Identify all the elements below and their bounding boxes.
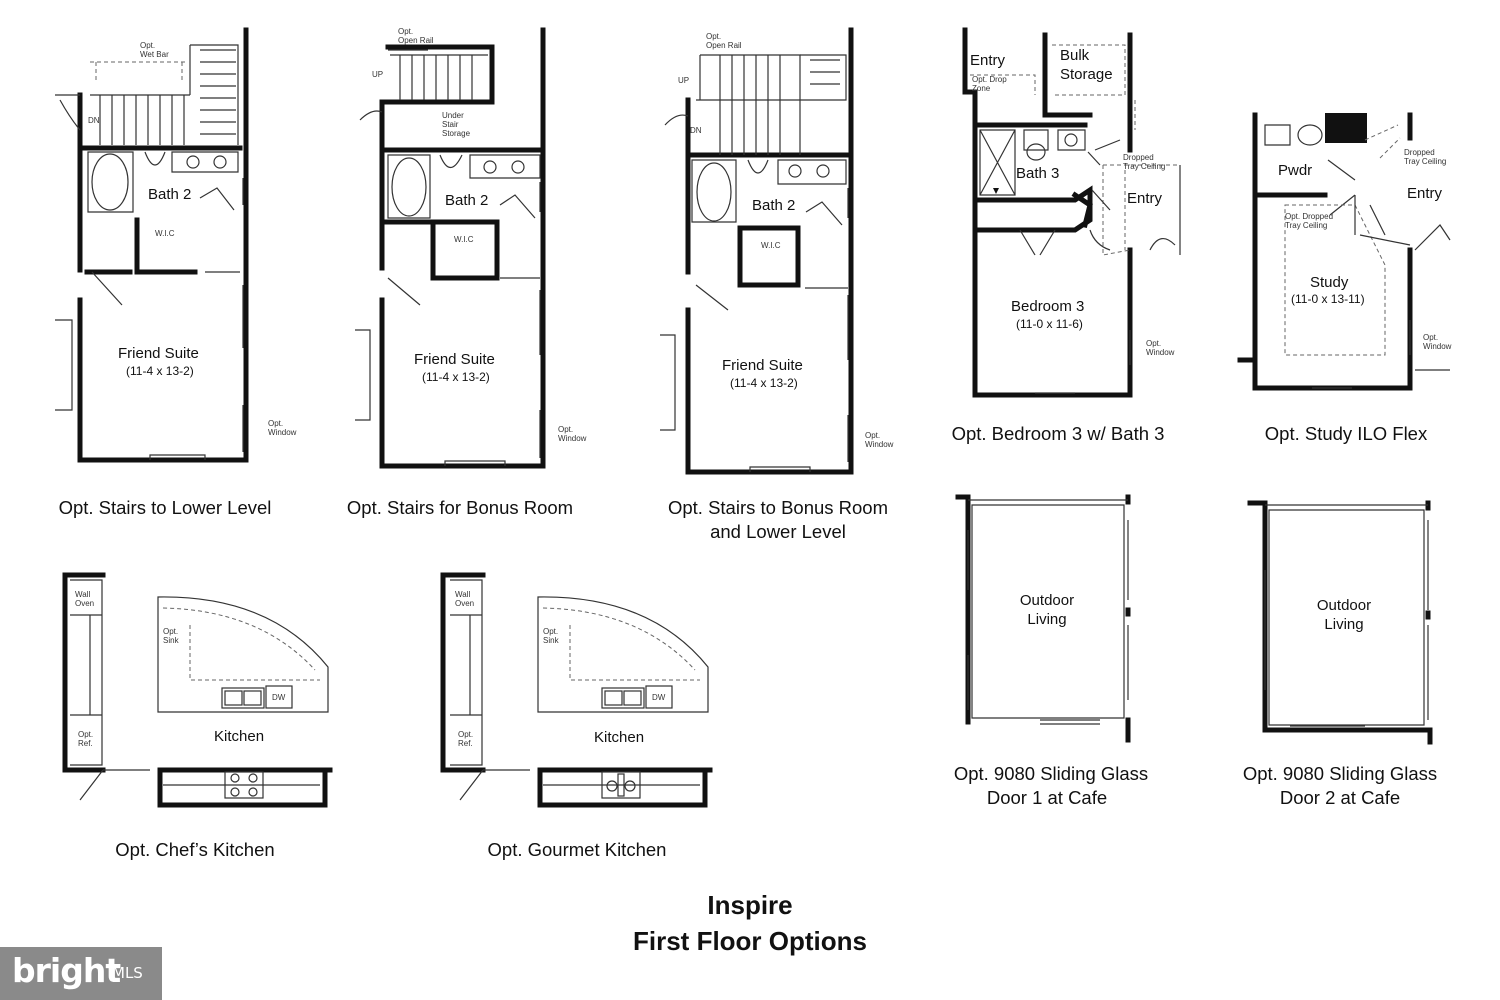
caption-stairs-bonus-room: Opt. Stairs for Bonus Room — [347, 497, 573, 518]
plan3-wic-label: W.I.C — [761, 241, 781, 250]
plan5-study-label: Study — [1310, 274, 1349, 291]
plan6-ref-note: Opt.Ref. — [78, 730, 93, 748]
caption-sliding-door-2-line1: Opt. 9080 Sliding Glass — [1243, 763, 1437, 784]
plan1-wet-bar-note: Opt.Wet Bar — [140, 41, 169, 59]
plan3-stair-dn-label: DN — [690, 126, 702, 135]
plan5-window-note: Opt.Window — [1423, 333, 1452, 351]
plan3-bath-label: Bath 2 — [752, 197, 795, 214]
plan2-suite-dims: (11-4 x 13-2) — [422, 370, 490, 384]
plan2-window-note: Opt.Window — [558, 425, 587, 443]
plan2-wic-label: W.I.C — [454, 235, 474, 244]
plan3-suite-dims: (11-4 x 13-2) — [730, 376, 798, 390]
plan4-bedroom-dims: (11-0 x 11-6) — [1016, 317, 1083, 331]
plan2-bath-label: Bath 2 — [445, 192, 488, 209]
plan1-window-note: Opt.Window — [268, 419, 297, 437]
plan1-wic-label: W.I.C — [155, 229, 175, 238]
plan1-stair-label: DN — [88, 116, 100, 125]
plan5-chimney-block — [1325, 113, 1367, 143]
plan5-entry-label: Entry — [1407, 185, 1443, 202]
caption-stairs-lower-level: Opt. Stairs to Lower Level — [59, 497, 272, 518]
plan7-kitchen-label: Kitchen — [594, 729, 644, 746]
plan7-sink-note: Opt.Sink — [543, 627, 560, 645]
caption-bedroom-3: Opt. Bedroom 3 w/ Bath 3 — [952, 423, 1165, 444]
plan1-suite-label: Friend Suite — [118, 345, 199, 362]
plan2-stair-label: UP — [372, 70, 383, 79]
plan1-bath-label: Bath 2 — [148, 186, 191, 203]
plan-stairs-for-bonus-room: Bath 2 W.I.C Friend Suite (11-4 x 13-2) … — [355, 27, 587, 469]
caption-sliding-door-2-line2: Door 2 at Cafe — [1280, 787, 1400, 808]
page-title: Inspire — [707, 890, 793, 920]
plan5-pwdr-label: Pwdr — [1278, 162, 1312, 179]
plan4-entry-label: Entry — [1127, 190, 1163, 207]
plan3-open-rail-note: Opt.Open Rail — [706, 32, 742, 50]
page-subtitle: First Floor Options — [633, 926, 867, 956]
caption-chefs-kitchen: Opt. Chef’s Kitchen — [115, 839, 274, 860]
plan7-ref-note: Opt.Ref. — [458, 730, 473, 748]
plan6-dw-label: DW — [272, 693, 286, 702]
logo-brand-text: bright — [12, 951, 121, 990]
plan3-suite-label: Friend Suite — [722, 357, 803, 374]
plan-stairs-to-lower-level: Bath 2 W.I.C Friend Suite (11-4 x 13-2) … — [55, 27, 297, 463]
caption-study: Opt. Study ILO Flex — [1265, 423, 1428, 444]
plan2-open-rail-note: Opt.Open Rail — [398, 27, 434, 45]
bright-mls-logo: bright MLS — [0, 947, 162, 1000]
plan1-suite-dims: (11-4 x 13-2) — [126, 364, 194, 378]
plan7-dw-label: DW — [652, 693, 666, 702]
caption-sliding-door-1-line1: Opt. 9080 Sliding Glass — [954, 763, 1148, 784]
plan4-entry-top-label: Entry — [970, 52, 1006, 69]
plan6-sink-note: Opt.Sink — [163, 627, 180, 645]
plan3-stair-up-label: UP — [678, 76, 689, 85]
plan-stairs-to-bonus-room-and-lower-level: Bath 2 W.I.C Friend Suite (11-4 x 13-2) … — [660, 27, 894, 475]
caption-stairs-bonus-lower-line2: and Lower Level — [710, 521, 846, 542]
logo-suffix-text: MLS — [112, 964, 143, 982]
plan4-window-note: Opt.Window — [1146, 339, 1175, 357]
plan5-study-dims: (11-0 x 13-11) — [1291, 292, 1365, 306]
caption-gourmet-kitchen: Opt. Gourmet Kitchen — [488, 839, 667, 860]
plan3-window-note: Opt.Window — [865, 431, 894, 449]
plan4-bath-label: Bath 3 — [1016, 165, 1059, 182]
plan4-bedroom-label: Bedroom 3 — [1011, 298, 1084, 315]
caption-sliding-door-1-line2: Door 1 at Cafe — [987, 787, 1107, 808]
caption-stairs-bonus-lower-line1: Opt. Stairs to Bonus Room — [668, 497, 888, 518]
plan6-kitchen-label: Kitchen — [214, 728, 264, 745]
plan2-suite-label: Friend Suite — [414, 351, 495, 368]
